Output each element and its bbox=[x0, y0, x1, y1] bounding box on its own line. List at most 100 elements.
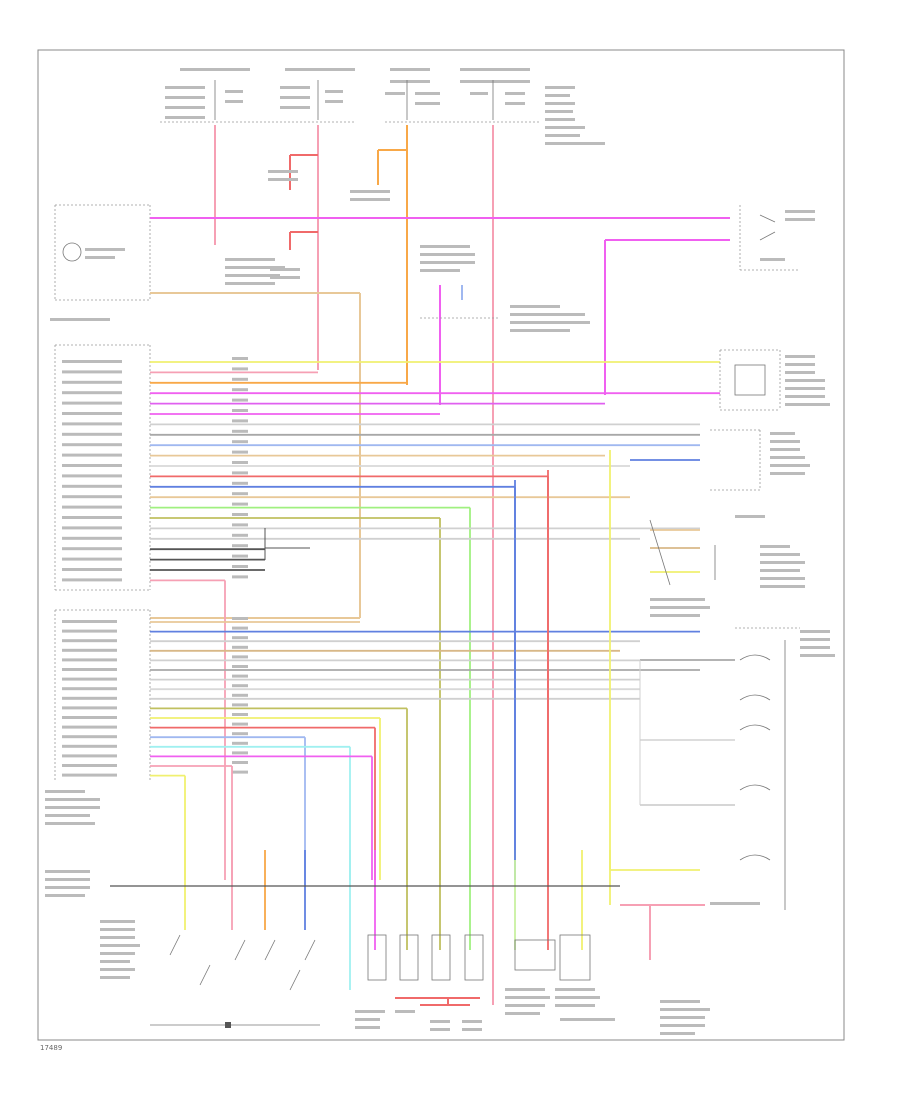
diagram-frame bbox=[37, 49, 845, 1041]
top-right-label bbox=[545, 86, 605, 145]
pin-label bbox=[62, 648, 117, 652]
pin-label bbox=[62, 536, 122, 540]
tps-sensor bbox=[710, 429, 810, 491]
pin-label bbox=[232, 533, 248, 537]
pin-label bbox=[232, 377, 248, 381]
pin-label bbox=[62, 773, 117, 777]
pin-label bbox=[232, 722, 248, 726]
pin-label bbox=[232, 544, 248, 548]
pin-label bbox=[62, 505, 122, 509]
pin-label bbox=[62, 391, 122, 395]
pin-label bbox=[232, 565, 248, 568]
pin-label bbox=[62, 484, 122, 488]
transmission-range-switch bbox=[710, 627, 835, 910]
pin-label bbox=[232, 741, 248, 745]
pin-label bbox=[62, 526, 122, 530]
pin-label bbox=[62, 547, 122, 551]
pin-label bbox=[232, 398, 248, 402]
brake-switch bbox=[739, 205, 815, 271]
pin-label bbox=[62, 474, 122, 478]
pin-label bbox=[232, 636, 248, 640]
fuse-block-4 bbox=[460, 68, 530, 120]
pin-label bbox=[62, 401, 122, 405]
pin-label bbox=[232, 751, 248, 755]
footer-code: 17489 bbox=[40, 1044, 62, 1052]
fuse-block-1 bbox=[165, 68, 250, 120]
pin-label bbox=[62, 620, 117, 623]
pin-label bbox=[62, 639, 117, 643]
pin-wires-lower bbox=[150, 450, 735, 990]
pin-label bbox=[62, 744, 117, 748]
pin-label bbox=[62, 754, 117, 758]
pin-label bbox=[62, 370, 122, 374]
pin-label bbox=[232, 513, 248, 516]
pin-label bbox=[232, 626, 248, 630]
pin-label bbox=[232, 665, 248, 668]
pin-label bbox=[232, 357, 248, 360]
pin-label bbox=[62, 557, 122, 561]
pin-label bbox=[232, 502, 248, 506]
pin-label bbox=[232, 523, 248, 527]
pin-label bbox=[62, 677, 117, 681]
pin-label bbox=[62, 453, 122, 457]
pin-wires-upper bbox=[150, 361, 720, 880]
pin-label bbox=[232, 770, 248, 774]
pin-label bbox=[62, 380, 122, 384]
pin-label bbox=[232, 419, 248, 423]
pin-label bbox=[232, 481, 248, 485]
map-sensor bbox=[719, 349, 830, 411]
pin-label bbox=[232, 367, 248, 371]
pin-label bbox=[232, 388, 248, 392]
pressure-switch-assembly bbox=[100, 920, 320, 1028]
pin-label bbox=[62, 432, 122, 436]
pin-label bbox=[62, 706, 117, 710]
pin-label bbox=[232, 732, 248, 736]
pin-label bbox=[232, 409, 248, 412]
o2-sensor-ground bbox=[649, 515, 805, 617]
pin-label bbox=[62, 568, 122, 571]
fuse-block-2 bbox=[280, 68, 355, 120]
pin-label bbox=[232, 617, 248, 620]
pin-label bbox=[62, 422, 122, 426]
pin-label bbox=[62, 725, 117, 729]
pin-label bbox=[62, 360, 122, 363]
ground-icon bbox=[225, 1022, 231, 1028]
pin-label bbox=[232, 761, 248, 764]
pin-label bbox=[62, 495, 122, 499]
pin-label bbox=[62, 658, 117, 662]
pin-label bbox=[232, 440, 248, 444]
pin-label bbox=[62, 516, 122, 519]
indicator-lamp-icon bbox=[62, 242, 82, 262]
vehicle-speed-sensor bbox=[620, 904, 710, 1035]
pin-label bbox=[232, 674, 248, 678]
pin-label bbox=[232, 703, 248, 707]
pin-label bbox=[62, 687, 117, 691]
pin-label bbox=[62, 668, 117, 671]
solenoid-assembly bbox=[355, 934, 615, 1031]
instrument-cluster bbox=[50, 204, 151, 321]
pin-label bbox=[232, 450, 248, 454]
pin-label bbox=[62, 735, 117, 739]
pin-label bbox=[232, 713, 248, 716]
pin-label bbox=[232, 693, 248, 697]
pin-label bbox=[232, 575, 248, 579]
pin-label bbox=[232, 655, 248, 659]
pin-label bbox=[62, 629, 117, 633]
pin-label bbox=[232, 645, 248, 649]
pin-label bbox=[232, 471, 248, 475]
pin-label bbox=[62, 696, 117, 700]
pin-label bbox=[62, 764, 117, 767]
pin-label bbox=[62, 716, 117, 719]
pin-label bbox=[232, 429, 248, 433]
pin-label bbox=[232, 492, 248, 496]
pin-label bbox=[62, 443, 122, 447]
pin-label bbox=[62, 412, 122, 415]
pin-label bbox=[62, 578, 122, 582]
pin-labels-lower bbox=[62, 617, 248, 777]
pcm-connector bbox=[54, 344, 151, 780]
pin-label bbox=[232, 684, 248, 688]
pin-label bbox=[62, 464, 122, 467]
pin-label bbox=[232, 461, 248, 464]
pin-labels-upper bbox=[62, 357, 248, 582]
